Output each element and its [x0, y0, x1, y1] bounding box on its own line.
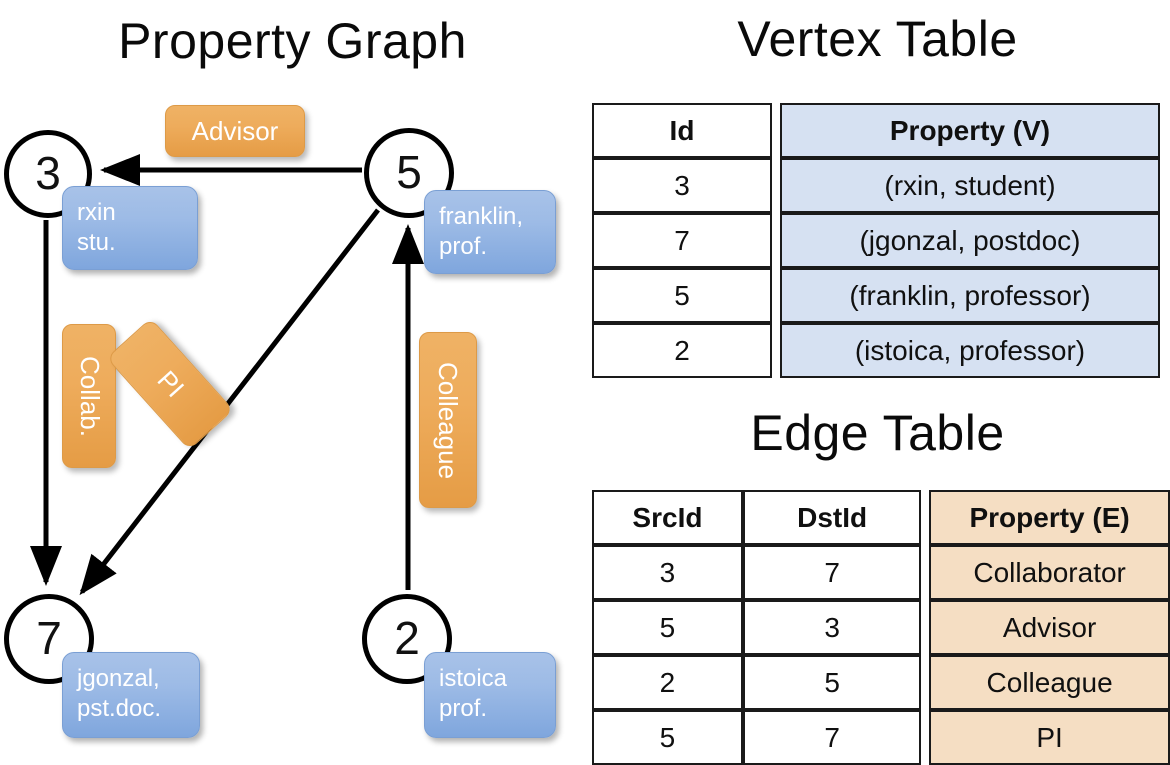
vertex-property-box-7-line1: jgonzal, [77, 665, 160, 692]
table-row: 7 (jgonzal, postdoc) [592, 213, 1160, 268]
graph-node-2[interactable]: 2 [362, 594, 452, 684]
edge-table-cell-srcid: 2 [592, 655, 743, 710]
graph-node-7-label: 7 [36, 612, 62, 664]
vertex-table-header-row: Id Property (V) [592, 103, 1160, 158]
vertex-property-box-2: istoica prof. [424, 652, 556, 738]
edge-table-column-gap [921, 600, 929, 655]
table-row: 5 7 PI [592, 710, 1170, 765]
vertex-table-column-gap [772, 213, 780, 268]
graph-node-2-label: 2 [394, 612, 420, 664]
edge-label-text-advisor: Advisor [191, 115, 279, 146]
vertex-table-column-gap [772, 323, 780, 378]
edge-table-column-gap [921, 655, 929, 710]
edge-table-cell-dstid: 7 [742, 710, 922, 765]
edge-table-cell-dstid: 5 [742, 655, 922, 710]
vertex-table-cell-property: (jgonzal, postdoc) [780, 213, 1160, 268]
vertex-table-column-gap [772, 268, 780, 323]
vertex-table-cell-id: 3 [592, 158, 772, 213]
vertex-table-cell-property: (rxin, student) [780, 158, 1160, 213]
table-row: 5 (franklin, professor) [592, 268, 1160, 323]
edge-table-column-gap [921, 490, 929, 545]
vertex-table: Id Property (V) 3 (rxin, student) 7 (jgo… [592, 103, 1160, 378]
table-row: 2 (istoica, professor) [592, 323, 1160, 378]
table-row: 5 3 Advisor [592, 600, 1170, 655]
vertex-property-box-7-line2: pst.doc. [77, 695, 162, 722]
table-row: 3 7 Collaborator [592, 545, 1170, 600]
vertex-table-header-property: Property (V) [780, 103, 1160, 158]
vertex-property-box-2-line2: prof. [439, 695, 488, 722]
vertex-property-box-5: franklin, prof. [424, 190, 556, 274]
vertex-property-box-5-line1: franklin, [439, 203, 524, 230]
vertex-property-box-5-line2: prof. [439, 233, 488, 260]
edge-table-cell-srcid: 3 [592, 545, 743, 600]
table-row: 3 (rxin, student) [592, 158, 1160, 213]
graph-node-5-label: 5 [396, 146, 422, 198]
vertex-table-cell-id: 2 [592, 323, 772, 378]
vertex-table-column-gap [772, 158, 780, 213]
edge-table-header-row: SrcId DstId Property (E) [592, 490, 1170, 545]
edge-table-header-dstid: DstId [742, 490, 922, 545]
edge-label-box-collab: Collab. [62, 324, 116, 468]
edge-label-text-collab: Collab. [74, 355, 105, 437]
vertex-table-column-gap [772, 103, 780, 158]
edge-table-column-gap [921, 545, 929, 600]
edge-label-text-colleague: Colleague [433, 361, 464, 479]
graph-node-5[interactable]: 5 [364, 128, 454, 218]
edge-table-header-property: Property (E) [929, 490, 1170, 545]
edge-table-cell-property: Colleague [929, 655, 1170, 710]
property-graph-diagram: 3 5 7 2 rxin stu. franklin, prof. jgonza… [0, 0, 585, 760]
vertex-table-cell-id: 7 [592, 213, 772, 268]
page-title-property-graph: Property Graph [118, 13, 467, 69]
vertex-table-header-id: Id [592, 103, 772, 158]
edge-table-cell-dstid: 3 [742, 600, 922, 655]
vertex-property-box-3-line2: stu. [77, 229, 116, 256]
edge-table-header-srcid: SrcId [592, 490, 743, 545]
vertex-property-box-3-line1: rxin [77, 199, 116, 226]
vertex-table-cell-property: (istoica, professor) [780, 323, 1160, 378]
edge-label-text-pi: PI [150, 364, 190, 403]
vertex-property-box-3: rxin stu. [62, 186, 198, 270]
edge-table-cell-srcid: 5 [592, 600, 743, 655]
graph-edges-layer [30, 154, 424, 596]
edge-table: SrcId DstId Property (E) 3 7 Collaborato… [592, 490, 1170, 765]
vertex-table-cell-property: (franklin, professor) [780, 268, 1160, 323]
edge-label-box-advisor: Advisor [165, 105, 305, 157]
page-title-edge-table: Edge Table [750, 405, 1005, 461]
edge-table-cell-property: PI [929, 710, 1170, 765]
vertex-property-box-2-line1: istoica [439, 665, 508, 692]
vertex-property-box-7: jgonzal, pst.doc. [62, 652, 200, 738]
edge-table-cell-property: Advisor [929, 600, 1170, 655]
graph-edge-pi [79, 208, 380, 596]
table-row: 2 5 Colleague [592, 655, 1170, 710]
edge-label-box-colleague: Colleague [419, 332, 477, 508]
edge-table-cell-dstid: 7 [742, 545, 922, 600]
graph-node-3-label: 3 [35, 147, 61, 199]
edge-table-cell-srcid: 5 [592, 710, 743, 765]
edge-table-column-gap [921, 710, 929, 765]
page-title-vertex-table: Vertex Table [737, 11, 1018, 67]
edge-table-cell-property: Collaborator [929, 545, 1170, 600]
vertex-table-cell-id: 5 [592, 268, 772, 323]
